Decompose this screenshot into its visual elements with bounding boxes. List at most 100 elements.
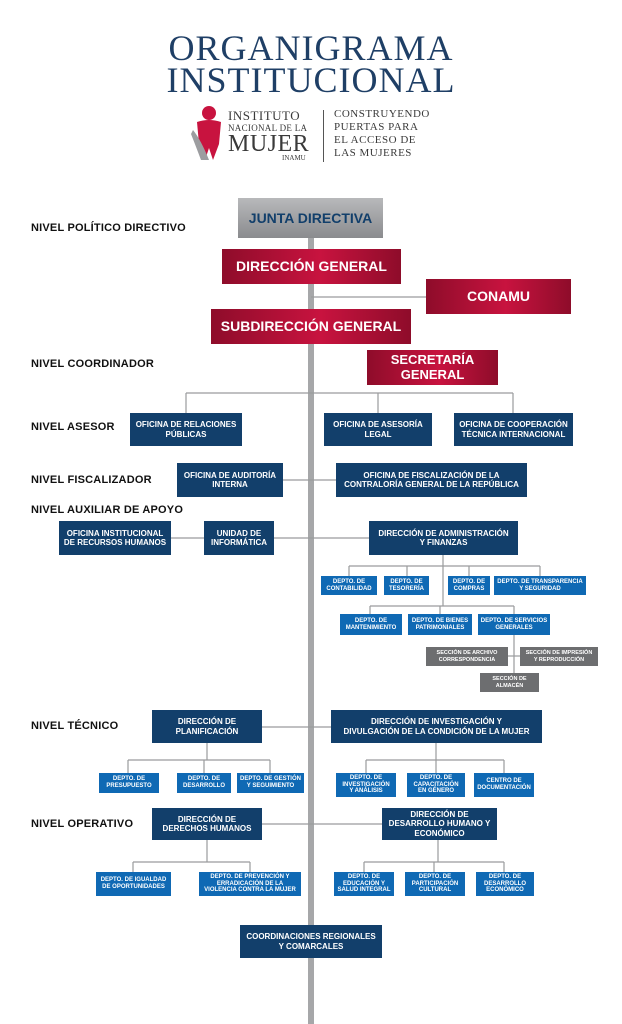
cooperacion-label-1: OFICINA DE COOPERACIÓN bbox=[459, 420, 568, 430]
inamu-logo: INSTITUTO NACIONAL DE LA MUJER INAMU CON… bbox=[189, 104, 439, 166]
inv-analisis-label-2: INVESTIGACIÓN bbox=[342, 781, 390, 788]
depto-prevencion-box[interactable]: DEPTO. DE PREVENCIÓN Y ERRADICACIÓN DE L… bbox=[199, 872, 301, 896]
unidad-informatica-box[interactable]: UNIDAD DE INFORMÁTICA bbox=[204, 521, 274, 555]
direccion-investigacion-box[interactable]: DIRECCIÓN DE INVESTIGACIÓN Y DIVULGACIÓN… bbox=[331, 710, 542, 743]
secretaria-label-1: SECRETARÍA bbox=[390, 351, 475, 367]
depto-educacion-box[interactable]: DEPTO. DE EDUCACIÓN Y SALUD INTEGRAL bbox=[334, 872, 394, 896]
educacion-label-1: DEPTO. DE bbox=[347, 873, 381, 880]
depto-investigacion-analisis-box[interactable]: DEPTO. DE INVESTIGACIÓN Y ANÁLISIS bbox=[336, 773, 396, 797]
direccion-general-label: DIRECCIÓN GENERAL bbox=[236, 258, 387, 275]
economico-label-3: ECONÓMICO bbox=[486, 887, 524, 894]
ddhh-label-2: DERECHOS HUMANOS bbox=[162, 824, 252, 833]
woman-figure-icon bbox=[191, 106, 221, 160]
chart-title-line1: ORGANIGRAMA bbox=[168, 28, 454, 68]
prevencion-label-1: DEPTO. DE PREVENCIÓN Y bbox=[210, 873, 290, 880]
oficina-asesoria-legal-box[interactable]: OFICINA DE ASESORÍA LEGAL bbox=[324, 413, 432, 446]
participacion-label-2: PARTICIPACIÓN bbox=[411, 880, 459, 887]
secretaria-general-box[interactable]: SECRETARÍA GENERAL bbox=[367, 350, 498, 385]
capacitacion-label-2: CAPACITACIÓN bbox=[413, 781, 459, 788]
servicios-label-1: DEPTO. DE SERVICIOS bbox=[480, 617, 548, 624]
depto-contabilidad-box[interactable]: DEPTO. DE CONTABILIDAD bbox=[321, 576, 377, 595]
economico-label-1: DEPTO. DE bbox=[488, 873, 522, 880]
impresion-label-2: Y REPRODUCCIÓN bbox=[533, 656, 585, 663]
bienes-label-2: PATRIMONIALES bbox=[415, 624, 465, 631]
mantenimiento-label-1: DEPTO. DE bbox=[354, 617, 388, 624]
informatica-label-2: INFORMÁTICA bbox=[211, 538, 267, 547]
slogan-line1: CONSTRUYENDO bbox=[334, 108, 430, 120]
direccion-derechos-humanos-box[interactable]: DIRECCIÓN DE DERECHOS HUMANOS bbox=[152, 808, 262, 840]
conamu-box[interactable]: CONAMU bbox=[426, 279, 571, 314]
logo-divider bbox=[323, 110, 324, 162]
centro-documentacion-box[interactable]: CENTRO DE DOCUMENTACIÓN bbox=[474, 773, 534, 797]
direccion-planificacion-box[interactable]: DIRECCIÓN DE PLANIFICACIÓN bbox=[152, 710, 262, 743]
educacion-label-3: SALUD INTEGRAL bbox=[337, 887, 391, 894]
dhe-label-3: ECONÓMICO bbox=[414, 828, 465, 838]
presupuesto-label-1: DEPTO. DE bbox=[112, 776, 146, 783]
depto-presupuesto-box[interactable]: DEPTO. DE PRESUPUESTO bbox=[99, 773, 159, 793]
level-apoyo-label: NIVEL AUXILIAR DE APOYO bbox=[31, 504, 184, 516]
seccion-archivo-box[interactable]: SECCIÓN DE ARCHIVO CORRESPONDENCIA bbox=[426, 647, 508, 666]
depto-desarrollo-box[interactable]: DEPTO. DE DESARROLLO bbox=[177, 773, 231, 793]
depto-servicios-box[interactable]: DEPTO. DE SERVICIOS GENERALES bbox=[478, 614, 550, 635]
almacen-label-2: ALMACÉN bbox=[495, 682, 524, 689]
connector-group bbox=[127, 238, 541, 1024]
igualdad-label-1: DEPTO. DE IGUALDAD bbox=[100, 877, 167, 884]
logo-name-line3: MUJER bbox=[228, 131, 310, 157]
level-coordinador-label: NIVEL COORDINADOR bbox=[31, 358, 154, 370]
coordinaciones-regionales-box[interactable]: COORDINACIONES REGIONALES Y COMARCALES bbox=[240, 925, 382, 958]
oficina-cooperacion-box[interactable]: OFICINA DE COOPERACIÓN TÉCNICA INTERNACI… bbox=[454, 413, 573, 446]
direccion-administracion-box[interactable]: DIRECCIÓN DE ADMINISTRACIÓN Y FINANZAS bbox=[369, 521, 518, 555]
level-fiscalizador-label: NIVEL FISCALIZADOR bbox=[31, 474, 152, 486]
slogan-line4: LAS MUJERES bbox=[334, 147, 412, 159]
fiscalizacion-label-1: OFICINA DE FISCALIZACIÓN DE LA bbox=[363, 470, 500, 480]
depto-desarrollo-economico-box[interactable]: DEPTO. DE DESARROLLO ECONÓMICO bbox=[476, 872, 534, 896]
oficina-auditoria-box[interactable]: OFICINA DE AUDITORÍA INTERNA bbox=[177, 463, 283, 497]
subdireccion-general-label: SUBDIRECCIÓN GENERAL bbox=[220, 318, 402, 335]
direccion-general-box[interactable]: DIRECCIÓN GENERAL bbox=[222, 249, 401, 284]
chart-title-line2: INSTITUCIONAL bbox=[166, 60, 456, 100]
subdireccion-general-box[interactable]: SUBDIRECCIÓN GENERAL bbox=[211, 309, 411, 344]
planificacion-label-2: PLANIFICACIÓN bbox=[175, 726, 239, 736]
transparencia-label-1: DEPTO. DE TRANSPARENCIA bbox=[497, 578, 583, 585]
junta-directiva-box[interactable]: JUNTA DIRECTIVA bbox=[238, 198, 383, 238]
direccion-desarrollo-humano-box[interactable]: DIRECCIÓN DE DESARROLLO HUMANO Y ECONÓMI… bbox=[382, 808, 497, 840]
relaciones-label-2: PÚBLICAS bbox=[165, 429, 207, 439]
depto-participacion-box[interactable]: DEPTO. DE PARTICIPACIÓN CULTURAL bbox=[405, 872, 465, 896]
gestion-label-2: Y SEGUIMIENTO bbox=[246, 783, 295, 789]
seccion-almacen-box[interactable]: SECCIÓN DE ALMACÉN bbox=[480, 673, 539, 692]
depto-capacitacion-box[interactable]: DEPTO. DE CAPACITACIÓN EN GÉNERO bbox=[407, 773, 465, 797]
prevencion-label-2: ERRADICACIÓN DE LA bbox=[216, 880, 284, 887]
igualdad-label-2: DE OPORTUNIDADES bbox=[102, 884, 165, 890]
junta-directiva-label: JUNTA DIRECTIVA bbox=[248, 209, 373, 226]
level-politico-label: NIVEL POLÍTICO DIRECTIVO bbox=[31, 222, 186, 234]
logo-acronym: INAMU bbox=[282, 154, 306, 162]
depto-bienes-box[interactable]: DEPTO. DE BIENES PATRIMONIALES bbox=[408, 614, 472, 635]
rrhh-label-1: OFICINA INSTITUCIONAL bbox=[66, 528, 164, 538]
depto-tesoreria-box[interactable]: DEPTO. DE TESORERÍA bbox=[384, 576, 429, 595]
rrhh-label-2: DE RECURSOS HUMANOS bbox=[63, 538, 167, 547]
capacitacion-label-1: DEPTO. DE bbox=[419, 774, 453, 781]
depto-compras-box[interactable]: DEPTO. DE COMPRAS bbox=[448, 576, 490, 595]
asesoria-label-1: OFICINA DE ASESORÍA bbox=[333, 420, 423, 430]
prevencion-label-3: VIOLENCIA CONTRA LA MUJER bbox=[204, 887, 296, 894]
depto-gestion-box[interactable]: DEPTO. DE GESTIÓN Y SEGUIMIENTO bbox=[237, 773, 304, 793]
mantenimiento-label-2: MANTENIMIENTO bbox=[345, 624, 397, 631]
relaciones-label-1: OFICINA DE RELACIONES bbox=[135, 420, 237, 430]
secretaria-label-2: GENERAL bbox=[400, 366, 465, 382]
archivo-label-1: SECCIÓN DE ARCHIVO bbox=[436, 650, 498, 657]
oficina-recursos-humanos-box[interactable]: OFICINA INSTITUCIONAL DE RECURSOS HUMANO… bbox=[59, 521, 171, 555]
depto-igualdad-box[interactable]: DEPTO. DE IGUALDAD DE OPORTUNIDADES bbox=[96, 872, 171, 896]
oficina-fiscalizacion-box[interactable]: OFICINA DE FISCALIZACIÓN DE LA CONTRALOR… bbox=[336, 463, 527, 497]
oficina-relaciones-publicas-box[interactable]: OFICINA DE RELACIONES PÚBLICAS bbox=[130, 413, 242, 446]
slogan-line3: EL ACCESO DE bbox=[334, 134, 416, 146]
level-tecnico-label: NIVEL TÉCNICO bbox=[31, 720, 119, 732]
desarrollo-label-1: DEPTO. DE bbox=[187, 776, 221, 783]
transparencia-label-2: Y SEGURIDAD bbox=[519, 585, 561, 592]
participacion-label-3: CULTURAL bbox=[418, 887, 452, 894]
compras-label-1: DEPTO. DE bbox=[452, 578, 486, 585]
bienes-label-1: DEPTO. DE BIENES bbox=[411, 617, 469, 624]
depto-mantenimiento-box[interactable]: DEPTO. DE MANTENIMIENTO bbox=[340, 614, 402, 635]
depto-transparencia-box[interactable]: DEPTO. DE TRANSPARENCIA Y SEGURIDAD bbox=[494, 576, 586, 595]
seccion-impresion-box[interactable]: SECCIÓN DE IMPRESIÓN Y REPRODUCCIÓN bbox=[520, 647, 598, 666]
